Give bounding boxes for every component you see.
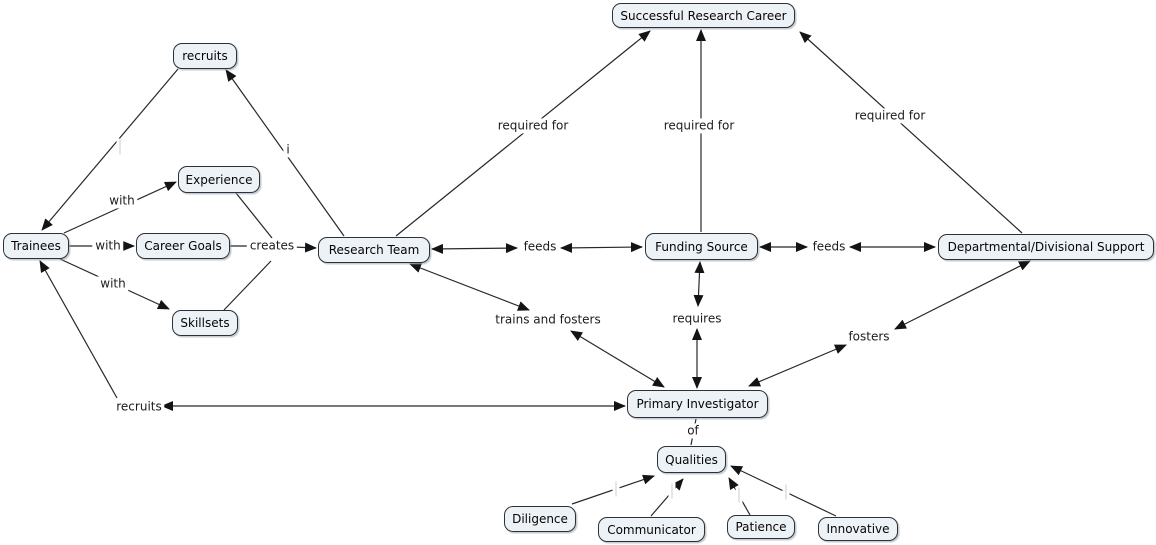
node-departmental-divisional-support[interactable]: Departmental/Divisional Support	[938, 234, 1154, 260]
text-cursor-mark	[668, 482, 676, 500]
edge-label-feeds-2[interactable]: feeds	[809, 239, 849, 255]
connector-research-team-feeds-1	[431, 243, 518, 254]
node-primary-investigator[interactable]: Primary Investigator	[627, 390, 768, 418]
node-communicator[interactable]: Communicator	[598, 517, 705, 542]
edge-label-i[interactable]: i	[283, 142, 293, 158]
node-career-goals[interactable]: Career Goals	[136, 233, 230, 259]
connector-departmental-divisional-support-fosters	[894, 260, 1031, 330]
connector-funding-source-requires	[693, 261, 705, 307]
text-cursor-mark	[116, 138, 124, 156]
connector-experience-creates	[235, 192, 273, 239]
connector-departmental-divisional-support-successful-research-career	[799, 31, 1023, 234]
node-funding-source[interactable]: Funding Source	[645, 233, 758, 260]
node-patience[interactable]: Patience	[727, 515, 795, 539]
node-skillsets[interactable]: Skillsets	[172, 310, 238, 336]
node-successful-research-career[interactable]: Successful Research Career	[612, 3, 795, 28]
text-cursor-mark	[735, 486, 743, 504]
connector-research-team-trains-and-fosters	[409, 263, 530, 311]
edge-label-required-for-1[interactable]: required for	[494, 118, 572, 134]
edge-label-with-skillsets[interactable]: with	[97, 276, 129, 292]
edge-label-fosters[interactable]: fosters	[845, 329, 893, 345]
text-cursor-mark	[612, 480, 620, 498]
text-cursor-mark	[782, 483, 790, 501]
connector-recruits-edge-trainees	[39, 260, 118, 399]
edge-label-trains-and-fosters[interactable]: trains and fosters	[492, 312, 604, 328]
node-research-team[interactable]: Research Team	[318, 237, 430, 263]
node-innovative[interactable]: Innovative	[818, 517, 898, 541]
edge-label-with-career-goals[interactable]: with	[92, 238, 124, 254]
edge-label-recruits-edge[interactable]: recruits	[113, 399, 165, 415]
node-experience[interactable]: Experience	[178, 166, 260, 193]
edge-label-with-experience[interactable]: with	[106, 193, 138, 209]
node-diligence[interactable]: Diligence	[504, 506, 576, 532]
edge-label-feeds-1[interactable]: feeds	[520, 239, 560, 255]
connector-recruits-trainees	[41, 68, 179, 231]
node-qualities[interactable]: Qualities	[657, 446, 726, 473]
edge-label-of[interactable]: of	[684, 423, 702, 439]
edge-label-requires[interactable]: requires	[669, 311, 725, 327]
connector-communicator-qualities	[650, 478, 684, 517]
connector-fosters-primary-investigator	[748, 344, 847, 387]
connector-feeds-1-funding-source	[560, 242, 643, 253]
edge-label-required-for-3[interactable]: required for	[851, 108, 929, 124]
node-recruits[interactable]: recruits	[173, 43, 237, 69]
edge-label-required-for-2[interactable]: required for	[660, 118, 738, 134]
connector-trains-and-fosters-primary-investigator	[570, 330, 665, 388]
node-trainees[interactable]: Trainees	[3, 233, 69, 259]
edge-label-creates[interactable]: creates	[246, 238, 298, 254]
connector-skillsets-creates	[223, 260, 272, 311]
